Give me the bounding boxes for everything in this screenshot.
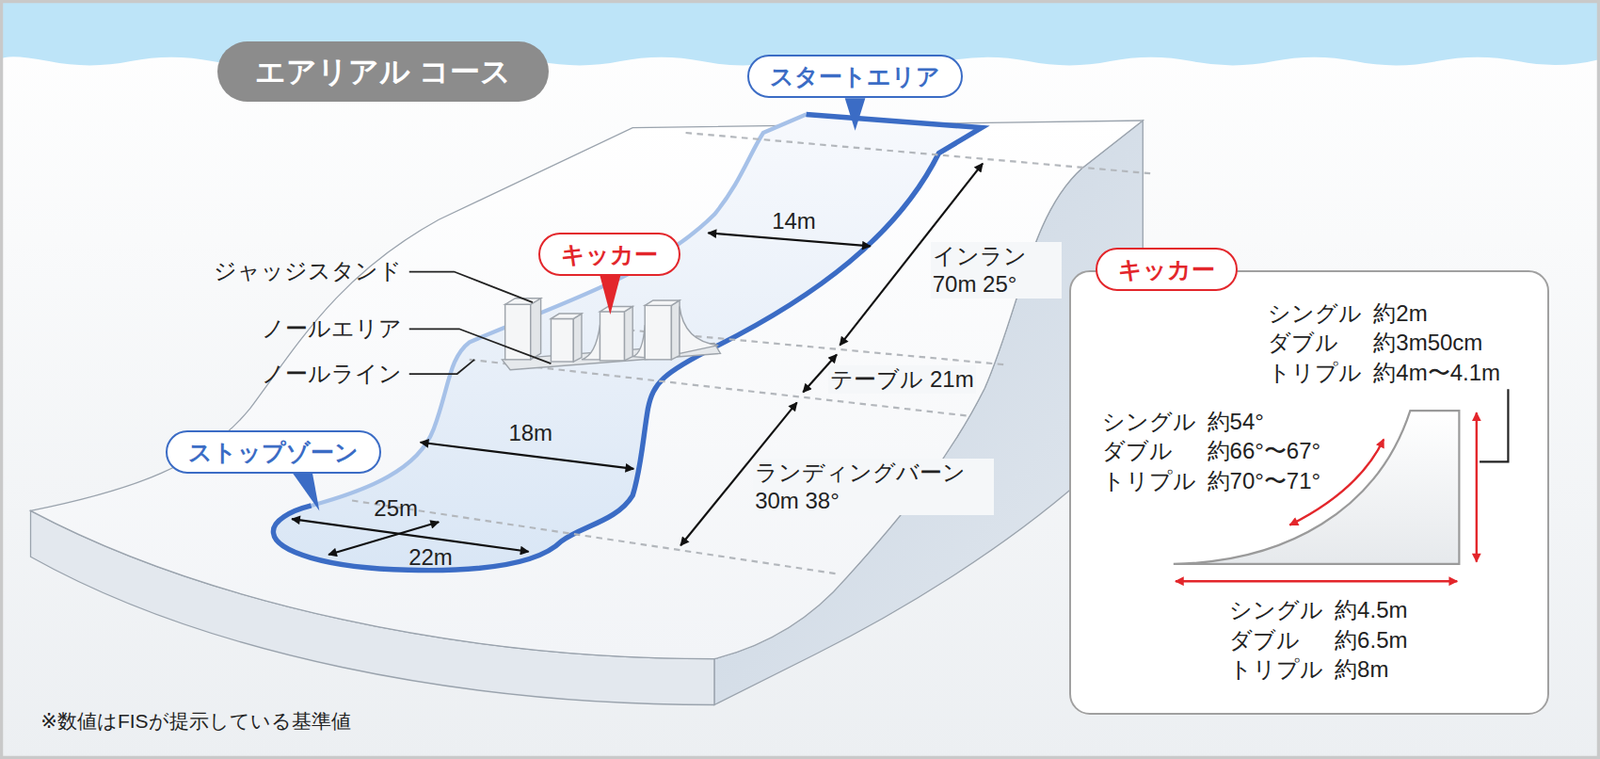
panel-heading: キッカー <box>1095 247 1238 291</box>
dimension-label: ランディングバーン 30m 38° <box>752 458 994 515</box>
table-cell: 約4m〜4.1m <box>1373 358 1501 387</box>
dimension-label: テーブル 21m <box>828 365 976 394</box>
stop-zone-callout: ストップゾーン <box>165 430 382 474</box>
kicker-callout: キッカー <box>538 232 681 276</box>
table-cell: シングル <box>1267 299 1362 328</box>
table-cell: トリプル <box>1267 358 1362 387</box>
part-label: ジャッジスタンド <box>213 256 402 286</box>
table-cell: 約70°〜71° <box>1207 466 1322 496</box>
table-cell: トリプル <box>1102 466 1197 496</box>
callout-text: スタートエリア <box>769 62 941 91</box>
title-pill: エアリアル コース <box>217 41 549 102</box>
title-text: エアリアル コース <box>255 54 512 89</box>
table-cell: シングル <box>1102 407 1197 436</box>
dimension-label: 18m <box>508 418 553 448</box>
table-cell: 約54° <box>1207 407 1264 436</box>
table-cell: 約3m50cm <box>1373 328 1483 357</box>
table-cell: ダブル <box>1229 625 1300 655</box>
start-area-callout: スタートエリア <box>747 54 963 98</box>
callout-text: キッカー <box>560 240 658 269</box>
table-cell: ダブル <box>1102 436 1173 465</box>
dimension-label: 14m <box>771 207 816 236</box>
table-cell: 約66°〜67° <box>1207 436 1322 465</box>
dimension-label: 22m <box>408 543 453 572</box>
table-cell: 約2m <box>1373 299 1427 328</box>
callout-text: ストップゾーン <box>188 437 359 466</box>
footnote: ※数値はFISが提示している基準値 <box>40 708 351 734</box>
table-cell: 約6.5m <box>1334 625 1408 655</box>
table-cell: トリプル <box>1229 655 1324 684</box>
dimension-label: インラン 70m 25° <box>930 241 1063 299</box>
table-cell: ダブル <box>1267 328 1339 357</box>
table-cell: シングル <box>1229 595 1324 624</box>
table-cell: 約4.5m <box>1334 595 1408 624</box>
part-label: ノールエリア <box>261 314 402 343</box>
table-cell: 約8m <box>1334 655 1389 684</box>
part-label: ノールライン <box>261 359 402 388</box>
dimension-label: 25m <box>373 494 418 523</box>
